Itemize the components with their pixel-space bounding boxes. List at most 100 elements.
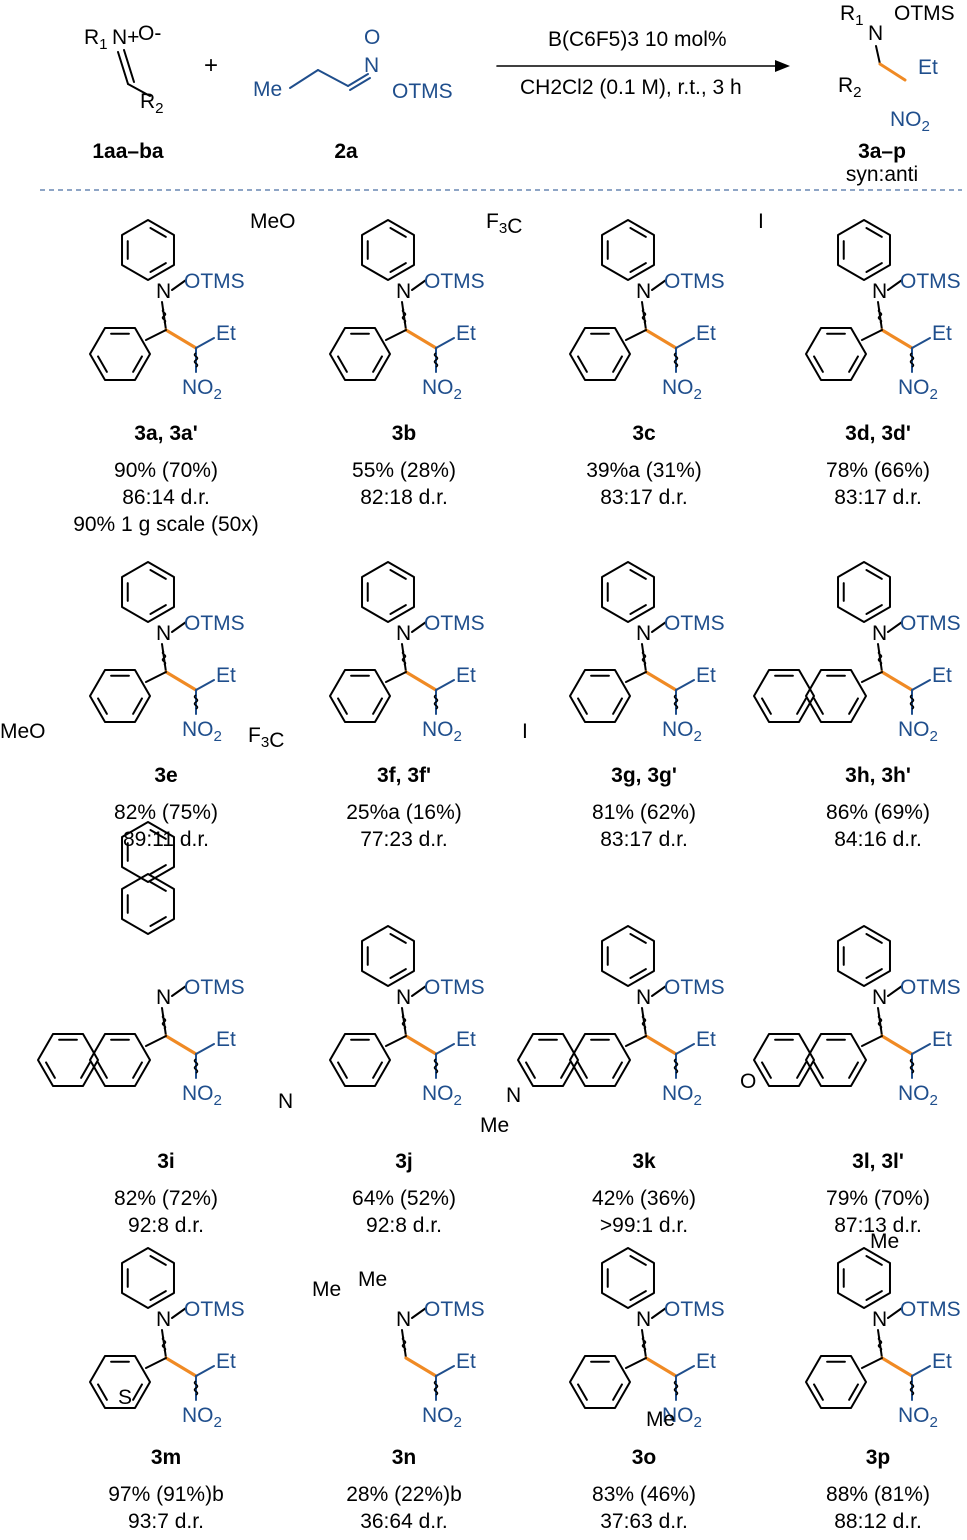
- wavy-bond: [433, 352, 439, 368]
- atom-label: Et: [918, 56, 938, 79]
- dr-text: 93:7 d.r.: [128, 1510, 204, 1533]
- atom-label: N: [396, 986, 411, 1009]
- benzene-ring: [361, 925, 415, 987]
- atom-label: OTMS: [424, 612, 485, 635]
- wavy-bond: [673, 1058, 679, 1074]
- wavy-bond: [673, 352, 679, 368]
- atom-label: O: [740, 1070, 756, 1093]
- atom-label: OTMS: [900, 612, 961, 635]
- ring-double-bond: [813, 1061, 824, 1079]
- wavy-bond: [193, 1380, 199, 1396]
- atom-label: I: [758, 210, 764, 233]
- ring-double-bond: [612, 1383, 623, 1401]
- ring-double-bond: [149, 864, 167, 875]
- dr-text: 84:16 d.r.: [834, 828, 922, 851]
- ring-double-bond: [389, 569, 407, 580]
- atom-label: OTMS: [424, 1298, 485, 1321]
- ring-outline: [753, 669, 815, 723]
- catalyst-label: B(C6F5)3 10 mol%: [548, 28, 727, 51]
- ring-double-bond: [813, 1383, 824, 1401]
- ring-outline: [805, 327, 867, 381]
- compound-id: 3h, 3h': [845, 764, 911, 787]
- compound-id: 3d, 3d': [845, 422, 911, 445]
- dr-text: 87:13 d.r.: [834, 1214, 922, 1237]
- new-bond: [164, 1356, 198, 1378]
- ring-double-bond: [525, 1061, 536, 1079]
- new-bond: [880, 1034, 914, 1056]
- ring-double-bond: [796, 697, 807, 715]
- ring-outline: [121, 219, 175, 281]
- bond: [385, 329, 407, 341]
- atom-label: N: [636, 280, 651, 303]
- ring-double-bond: [389, 262, 407, 273]
- ring-outline: [753, 1033, 815, 1087]
- dr-text: 36:64 d.r.: [360, 1510, 448, 1533]
- atom-label: I: [522, 720, 528, 743]
- ring-double-bond: [629, 933, 647, 944]
- bond: [195, 1043, 215, 1055]
- product-note: syn:anti: [845, 163, 919, 186]
- benzene-ring: [837, 219, 891, 281]
- yield-text: 81% (62%): [592, 801, 696, 824]
- ring-double-bond: [813, 355, 824, 373]
- atom-label: N: [364, 54, 379, 77]
- bond: [651, 1307, 667, 1319]
- compound-id: 3m: [150, 1446, 182, 1469]
- atom-label: NO2: [662, 1404, 702, 1431]
- yield-text: 39%a (31%): [586, 459, 702, 482]
- ring-outline: [805, 1355, 867, 1409]
- benzene-ring: [569, 1033, 631, 1087]
- new-bond: [164, 328, 198, 350]
- bond: [911, 679, 931, 691]
- atom-label: OTMS: [900, 270, 961, 293]
- ring-double-bond: [149, 569, 167, 580]
- ring-double-bond: [629, 1255, 647, 1266]
- benzene-ring: [121, 1247, 175, 1309]
- benzene-ring: [837, 561, 891, 623]
- bond: [171, 985, 187, 997]
- ring-double-bond: [865, 227, 883, 238]
- compound-id: 3c: [632, 422, 656, 445]
- benzene-ring: [805, 327, 867, 381]
- atom-label: N: [872, 986, 887, 1009]
- benzene-ring: [329, 327, 391, 381]
- dr-text: 83:17 d.r.: [600, 828, 688, 851]
- atom-label: NO2: [182, 376, 222, 403]
- atom-label: Et: [216, 322, 236, 345]
- atom-label: Et: [456, 1350, 476, 1373]
- atom-label: OTMS: [900, 1298, 961, 1321]
- wavy-bond: [433, 1058, 439, 1074]
- bond: [878, 62, 907, 82]
- benzene-ring: [569, 327, 631, 381]
- atom-label: MeO: [0, 720, 46, 743]
- benzene-ring: [121, 873, 175, 935]
- bond: [145, 1035, 167, 1047]
- bond: [385, 671, 407, 683]
- scale-text: 90% 1 g scale (50x): [73, 513, 259, 536]
- ring-outline: [569, 669, 631, 723]
- dr-text: 82:18 d.r.: [360, 486, 448, 509]
- atom-label: N: [506, 1084, 521, 1107]
- arrow-head: [775, 60, 790, 72]
- atom-label: NO2: [890, 108, 930, 135]
- compound-caption: 3h, 3h'86% (69%)84:16 d.r.: [826, 762, 930, 853]
- atom-label: N: [156, 1308, 171, 1331]
- compound-id: 3l, 3l': [852, 1150, 904, 1173]
- bond: [411, 621, 427, 633]
- wavy-bond: [673, 1380, 679, 1396]
- wavy-bond: [193, 1058, 199, 1074]
- dr-text: 86:14 d.r.: [122, 486, 210, 509]
- ring-double-bond: [132, 1061, 143, 1079]
- compound-id: 3a, 3a': [134, 422, 198, 445]
- ring-double-bond: [97, 1061, 108, 1079]
- compound-caption: 3l, 3l'79% (70%)87:13 d.r.: [826, 1148, 930, 1239]
- compound-id: 3b: [391, 422, 417, 445]
